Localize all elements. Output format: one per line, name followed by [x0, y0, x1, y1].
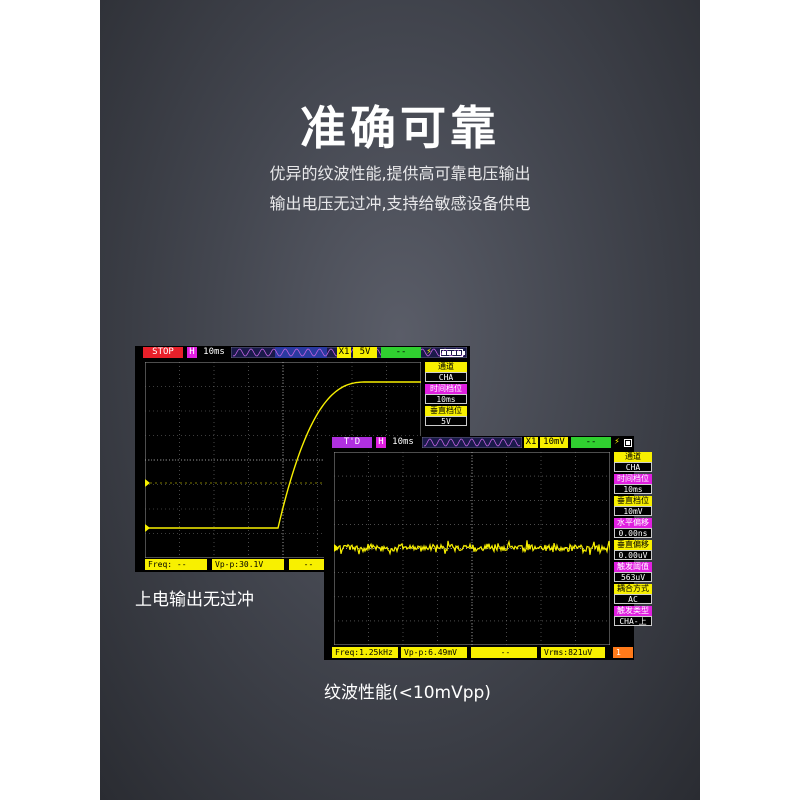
side-label-channel: 通道 — [425, 362, 467, 372]
side-value-trigger-type: CHA-上 — [614, 616, 652, 626]
scope-side-menu: 通道 CHA 时间档位 10ms 垂直档位 10mV 水平偏移 0.00ns 垂… — [614, 450, 652, 626]
side-label-timebase: 时间档位 — [614, 474, 652, 484]
side-label-h-offset: 水平偏移 — [614, 518, 652, 528]
side-label-trigger-level: 触发阈值 — [614, 562, 652, 572]
timebase-value: 10ms — [199, 347, 229, 358]
battery-icon — [440, 349, 465, 357]
side-label-v-offset: 垂直偏移 — [614, 540, 652, 550]
page-indicator: 1 — [613, 647, 633, 658]
rms-readout: Vrms:821uV — [541, 647, 605, 658]
scope-plot-area — [334, 452, 610, 645]
caption-overshoot: 上电输出无过冲 — [135, 590, 254, 610]
horizontal-label: H — [187, 347, 197, 358]
status-badge: STOP — [143, 347, 183, 358]
trace-line — [334, 539, 610, 556]
side-value-v-offset: 0.00uV — [614, 550, 652, 560]
channel-mark: X1 — [524, 437, 538, 448]
subtitle-line-2: 输出电压无过冲,支持给敏感设备供电 — [269, 194, 531, 213]
mid-readout: -- — [471, 647, 537, 658]
channel-mark: X1 — [337, 347, 351, 358]
subtitle-line-1: 优异的纹波性能,提供高可靠电压输出 — [269, 164, 531, 183]
coupling-value: -- — [571, 437, 611, 448]
side-label-trigger-type: 触发类型 — [614, 606, 652, 616]
vpp-readout: Vp-p:6.49mV — [401, 647, 467, 658]
side-value-trigger-level: 563uV — [614, 572, 652, 582]
page-title: 准确可靠 — [300, 101, 500, 155]
waveform-overview — [422, 437, 522, 448]
side-value-coupling: AC — [614, 594, 652, 604]
caption-ripple: 纹波性能(<10mVpp) — [324, 683, 491, 703]
volt-value: 10mV — [540, 437, 568, 448]
side-value-timebase: 10ms — [425, 394, 467, 404]
status-badge: T'D — [332, 437, 372, 448]
side-label-vertical: 垂直档位 — [614, 496, 652, 506]
coupling-value: -- — [381, 347, 421, 358]
scope-side-menu: 通道 CHA 时间档位 10ms 垂直档位 5V — [425, 360, 467, 426]
channel-marker — [334, 544, 339, 552]
scope-screen-ripple: T'D H 10ms X1 10mV -- ⚡ 通道 CHA 时间档位 10ms… — [324, 436, 652, 660]
lightning-icon: ⚡ — [426, 347, 432, 357]
side-label-channel: 通道 — [614, 452, 652, 462]
rms-readout: -- — [289, 559, 325, 570]
freq-readout: Freq:1.25kHz — [332, 647, 398, 658]
battery-icon — [624, 439, 632, 447]
side-value-channel: CHA — [425, 372, 467, 382]
volt-value: 5V — [353, 347, 377, 358]
side-value-channel: CHA — [614, 462, 652, 472]
vpp-readout: Vp-p:30.1V — [212, 559, 284, 570]
side-label-timebase: 时间档位 — [425, 384, 467, 394]
lightning-icon: ⚡ — [614, 437, 620, 447]
side-label-coupling: 耦合方式 — [614, 584, 652, 594]
horizontal-label: H — [376, 437, 386, 448]
side-value-timebase: 10ms — [614, 484, 652, 494]
freq-readout: Freq: -- — [145, 559, 207, 570]
side-label-vertical: 垂直档位 — [425, 406, 467, 416]
side-value-vertical: 10mV — [614, 506, 652, 516]
trace-line — [145, 381, 421, 529]
side-value-h-offset: 0.00ns — [614, 528, 652, 538]
side-value-vertical: 5V — [425, 416, 467, 426]
trigger-marker — [145, 479, 150, 487]
timebase-value: 10ms — [388, 437, 418, 448]
